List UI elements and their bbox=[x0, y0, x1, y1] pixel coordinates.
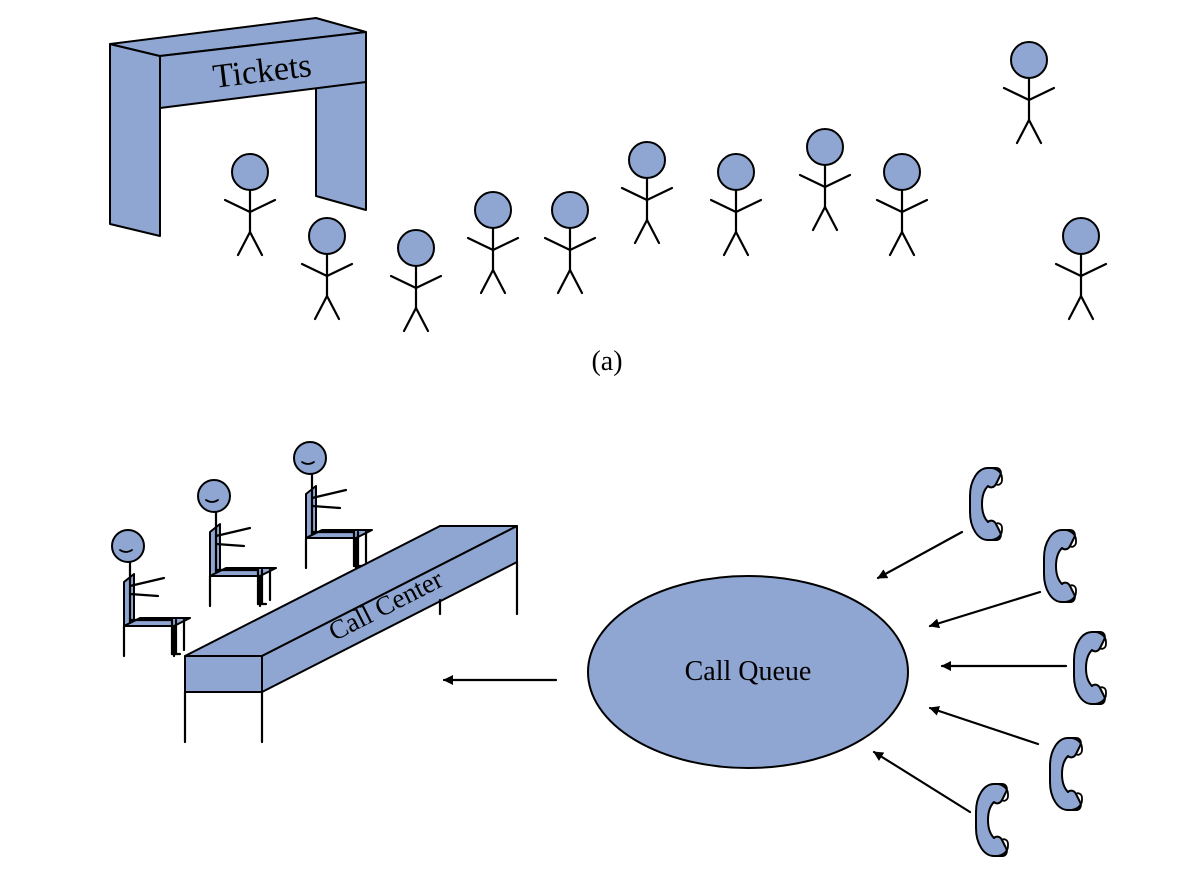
call-arrow bbox=[928, 706, 1040, 746]
person bbox=[1002, 40, 1056, 145]
desk-front bbox=[184, 655, 263, 693]
queue-label: Call Queue bbox=[685, 656, 812, 687]
seated-agent bbox=[110, 528, 192, 658]
call-arrow bbox=[876, 530, 964, 580]
ticket-booth: Tickets bbox=[109, 17, 367, 237]
person bbox=[620, 140, 674, 245]
person bbox=[389, 228, 443, 333]
person bbox=[709, 152, 763, 257]
call-center-desk: Call Center bbox=[183, 525, 519, 744]
phone-icon bbox=[969, 467, 1003, 541]
person bbox=[798, 127, 852, 232]
person bbox=[543, 190, 597, 295]
person bbox=[875, 152, 929, 257]
phone-icon bbox=[1049, 737, 1083, 811]
booth-right-post bbox=[315, 79, 367, 211]
queue-ellipse bbox=[587, 575, 909, 769]
person bbox=[1054, 216, 1108, 321]
booth-sign-board bbox=[159, 31, 367, 109]
call-arrow bbox=[928, 590, 1042, 629]
phone-icon bbox=[975, 783, 1009, 857]
phone-icon bbox=[1043, 529, 1077, 603]
call-queue: Call Queue bbox=[587, 575, 909, 769]
call-arrow bbox=[872, 750, 972, 814]
person bbox=[223, 152, 277, 257]
person bbox=[466, 190, 520, 295]
booth-left-post-side bbox=[109, 43, 161, 237]
seated-agent bbox=[196, 478, 278, 608]
phone-icon bbox=[1073, 631, 1107, 705]
seated-agent bbox=[292, 440, 374, 570]
person bbox=[300, 216, 354, 321]
panel-a-caption: (a) bbox=[591, 346, 622, 377]
incoming-calls bbox=[872, 467, 1107, 857]
